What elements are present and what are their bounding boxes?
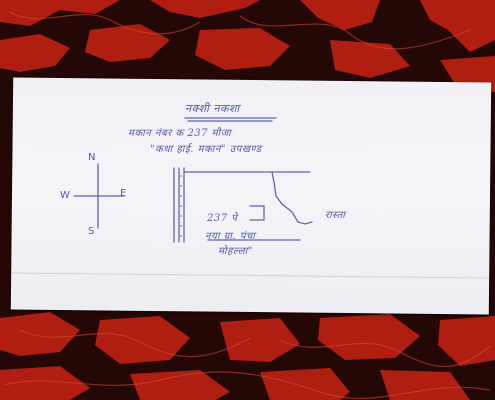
plot-number-label: 237 पे [207,213,238,224]
caption-line-1: नया ग्रा. पंचा [205,231,256,242]
compass-south-label: S [88,226,95,237]
compass-north-label: N [88,152,96,163]
plot-corner [271,171,313,225]
note-line-2: "कथा हाई. मकान" उपखण्ड [150,144,262,155]
caption-line-2: मोहल्ला" [218,246,253,257]
compass-west-label: W [60,190,70,201]
plot-label-box [249,205,265,221]
note-line-1: मकान नंबर क 237 मौजा [128,128,232,139]
compass-east-label: E [120,188,127,199]
road-label: रास्ता [325,210,346,221]
note-heading: नक्शी नकशा [185,102,240,115]
